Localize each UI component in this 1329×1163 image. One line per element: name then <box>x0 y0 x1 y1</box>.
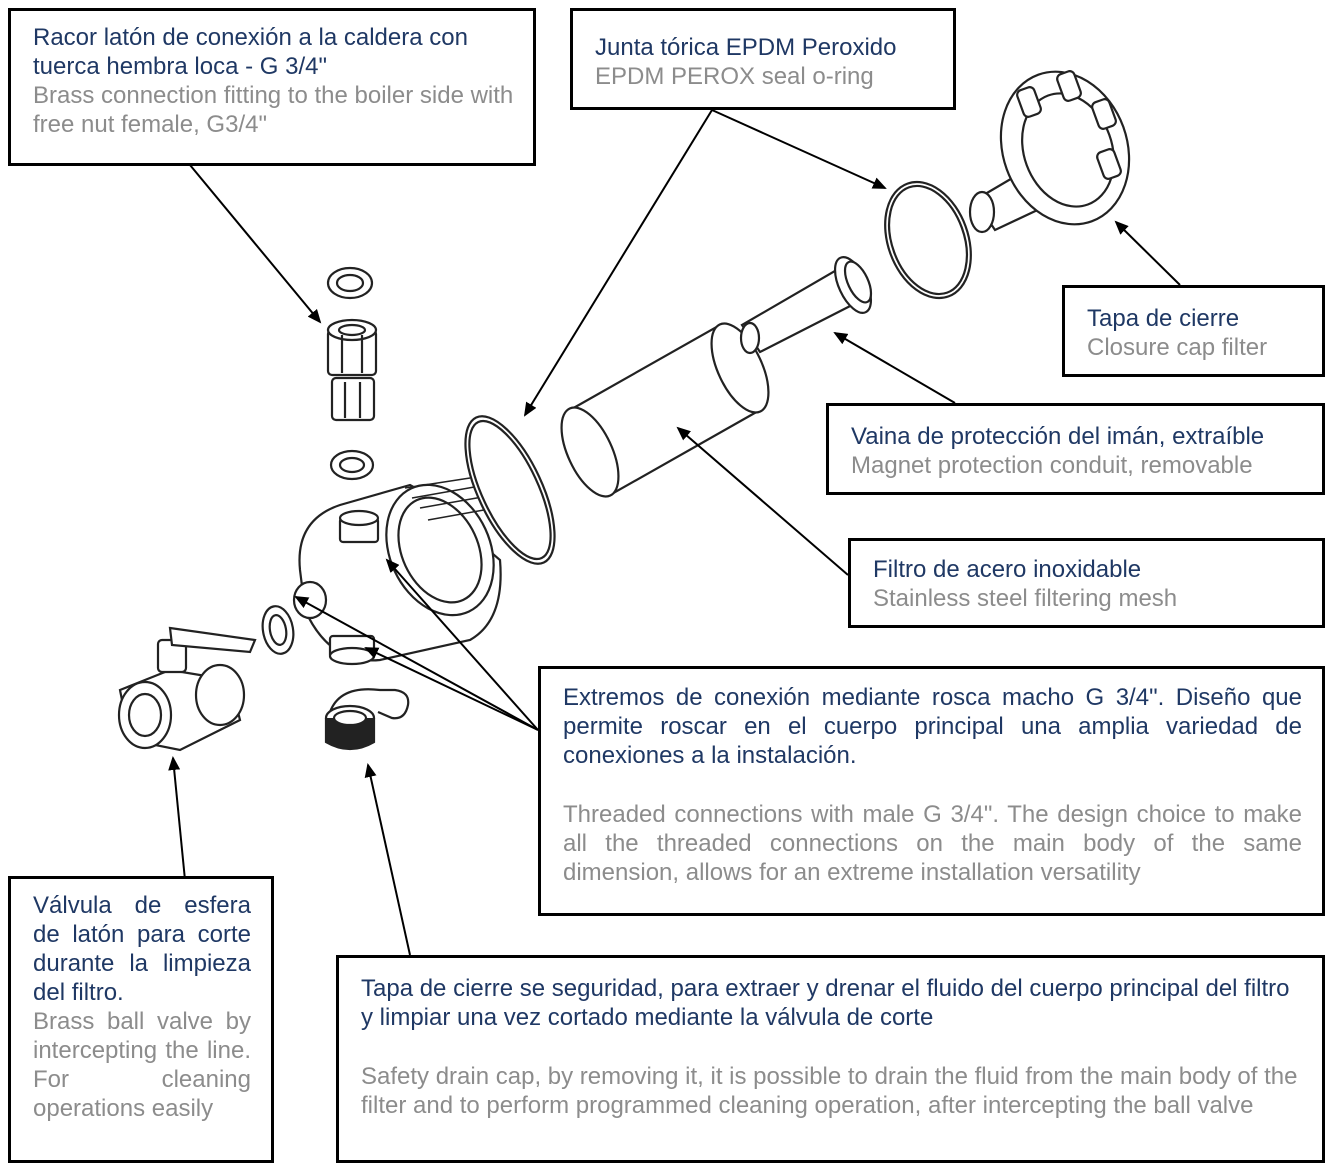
magnet-sleeve-label-en: Magnet protection conduit, removable <box>851 452 1253 479</box>
leader-thread-side <box>294 596 539 731</box>
leader-magnet-sleeve <box>833 331 956 404</box>
leader-oring-small <box>711 109 887 189</box>
leader-ball-valve <box>168 756 186 881</box>
closure-cap-label-es: Tapa de cierre <box>1087 305 1240 332</box>
callout-brass-fitting: Racor latón de conexión a la caldera con… <box>8 8 536 166</box>
ball-valve-label-en: Brass ball valve by intercepting the lin… <box>33 1008 251 1122</box>
steel-mesh-label-en: Stainless steel filtering mesh <box>873 585 1178 612</box>
steel-mesh-label-es: Filtro de acero inoxidable <box>873 556 1142 583</box>
magnet-sleeve-label-es: Vaina de protección del imán, extraíble <box>851 423 1265 450</box>
callout-magnet-sleeve: Vaina de protección del imán, extraíble … <box>826 403 1325 495</box>
leader-drain-cap <box>364 763 411 956</box>
oring-label-es: Junta tórica EPDM Peroxido <box>595 34 897 61</box>
brass-fitting-label-es: Racor latón de conexión a la caldera con… <box>33 24 468 80</box>
threaded-ends-label-en: Threaded connections with male G 3/4". T… <box>563 801 1302 886</box>
ball-valve-part <box>117 626 257 752</box>
leader-steel-mesh <box>676 426 849 576</box>
drain-cap-label-en: Safety drain cap, by removing it, it is … <box>361 1063 1298 1119</box>
leader-brass-fitting <box>189 164 322 324</box>
washer-top-part <box>326 266 374 300</box>
callout-threaded-ends: Extremos de conexión mediante rosca mach… <box>538 666 1325 916</box>
filter-body-part <box>292 477 502 666</box>
leader-thread-bottom <box>364 647 539 731</box>
oring-small-part <box>884 180 972 300</box>
washer-side-part <box>261 605 295 655</box>
ball-valve-label-es: Válvula de esfera de latón para corte du… <box>33 892 251 1006</box>
mesh-cylinder-part <box>560 322 770 498</box>
leader-oring-large <box>523 109 713 417</box>
brass-fitting-part <box>326 318 378 422</box>
drain-cap-part <box>324 688 410 751</box>
brass-fitting-label-en: Brass connection fitting to the boiler s… <box>33 82 514 138</box>
leader-thread-top <box>385 558 539 731</box>
magnet-sleeve-part <box>739 256 873 355</box>
callout-drain-cap: Tapa de cierre se seguridad, para extrae… <box>336 955 1325 1163</box>
threaded-ends-label-es: Extremos de conexión mediante rosca mach… <box>563 684 1302 769</box>
closure-cap-part <box>968 70 1131 234</box>
callout-oring: Junta tórica EPDM Peroxido EPDM PEROX se… <box>570 8 956 110</box>
drain-cap-label-es: Tapa de cierre se seguridad, para extrae… <box>361 975 1290 1031</box>
oring-large-part <box>464 415 556 565</box>
callout-ball-valve: Válvula de esfera de latón para corte du… <box>8 876 274 1163</box>
washer-middle-part <box>329 449 375 481</box>
leader-closure-cap <box>1114 220 1181 286</box>
closure-cap-label-en: Closure cap filter <box>1087 334 1268 361</box>
callout-steel-mesh: Filtro de acero inoxidable Stainless ste… <box>848 538 1325 628</box>
oring-label-en: EPDM PEROX seal o-ring <box>595 63 874 90</box>
callout-closure-cap: Tapa de cierre Closure cap filter <box>1062 285 1325 377</box>
